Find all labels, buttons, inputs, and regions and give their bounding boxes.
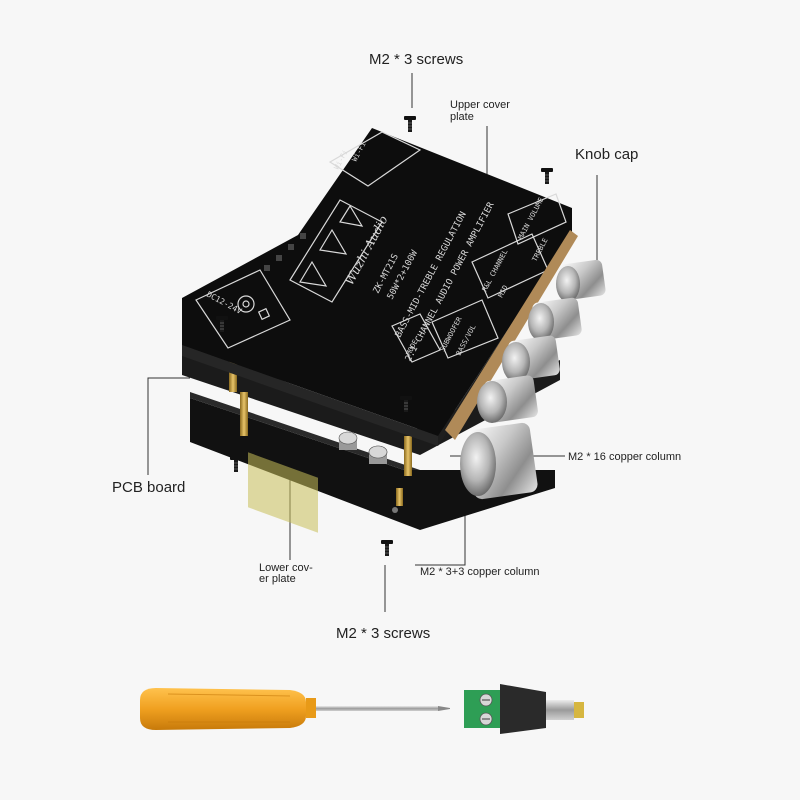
screw-icon <box>380 539 394 557</box>
copper-column <box>396 488 403 506</box>
pcb-component <box>248 452 318 533</box>
knob-icon <box>528 297 582 341</box>
knob-icon <box>502 335 560 382</box>
knob-icon <box>460 422 538 500</box>
copper-column <box>240 392 248 436</box>
leader-pcb <box>147 377 190 475</box>
dc-connector-icon <box>464 684 584 734</box>
screw-icon <box>403 115 417 133</box>
copper-column <box>404 436 412 476</box>
speaker-panel <box>289 199 383 303</box>
pcb-board <box>182 340 560 455</box>
power-input-panel <box>195 269 291 349</box>
label-m2-16-column: M2 * 16 copper column <box>568 451 682 463</box>
capacitors <box>338 431 388 464</box>
screw-icon <box>540 167 554 185</box>
label-screws-bottom: M2 * 3 screws <box>336 625 431 642</box>
screw-icon <box>229 455 243 473</box>
label-knob-cap: Knob cap <box>575 146 639 163</box>
upper-cover-plate <box>182 128 572 436</box>
power-input-icon <box>237 295 271 321</box>
label-lower-cover-line2: er plate <box>259 573 296 585</box>
label-m2-33-column: M2 * 3+3 copper column <box>420 566 540 578</box>
label-lower-cover-line1: Lower cov- <box>259 562 313 574</box>
screwdriver-icon <box>140 688 450 730</box>
label-screws-top: M2 * 3 screws <box>369 51 464 68</box>
label-upper-cover-line1: Upper cover <box>450 99 510 111</box>
knob-icon <box>556 259 606 302</box>
terminal-pins <box>264 233 306 271</box>
speaker-icon <box>299 204 364 287</box>
knob-bracket <box>445 230 578 440</box>
knob-icon <box>477 375 538 423</box>
board-print <box>195 131 567 363</box>
main-volume-panel <box>507 193 567 245</box>
knob-caps <box>460 259 606 500</box>
mode-panel <box>391 313 441 363</box>
label-pcb-board: PCB board <box>112 479 186 496</box>
wifi-panel <box>328 131 422 187</box>
subwoofer-panel <box>431 299 499 359</box>
label-upper-cover-line2: plate <box>450 111 474 123</box>
